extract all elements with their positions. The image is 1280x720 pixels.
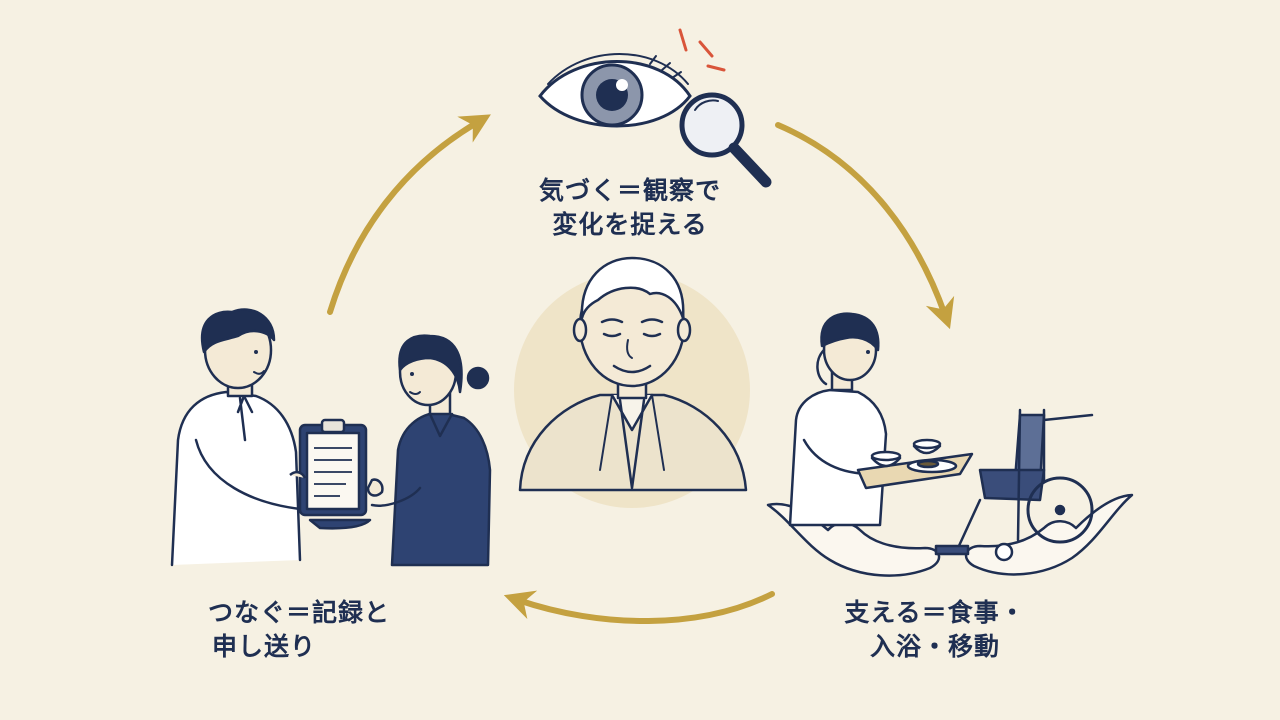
step-support-line1: 支える＝食事・ [844,598,1026,627]
elderly-person [514,256,750,508]
arrow-connect-to-notice [327,114,491,315]
caregiver-male [170,308,312,567]
caregiver-with-tray [788,312,888,527]
step-notice-line2: 変化を捉える [552,210,708,239]
magnifier-icon [679,92,772,188]
step-support-label: 支える＝食事・ 入浴・移動 [815,596,1055,664]
clipboard-icon [289,418,372,530]
caregiver-female [366,334,492,567]
arrow-notice-to-support [775,122,955,330]
meal-tray-icon [856,438,974,490]
step-connect-line1: つなぐ＝記録と [208,598,391,627]
cycle-arrows [327,114,955,625]
step-support-line2: 入浴・移動 [869,632,1000,661]
step-notice-line1: 気づく＝観察で [538,176,721,205]
step-connect-line2: 申し送り [212,632,317,661]
arrow-support-to-connect [503,590,775,625]
eye-icon [538,53,692,128]
attention-marks [678,28,726,72]
step-connect-label: つなぐ＝記録と 申し送り [208,596,448,664]
step-notice-label: 気づく＝観察で 変化を捉える [470,174,790,242]
wheelchair-icon [934,408,1094,562]
